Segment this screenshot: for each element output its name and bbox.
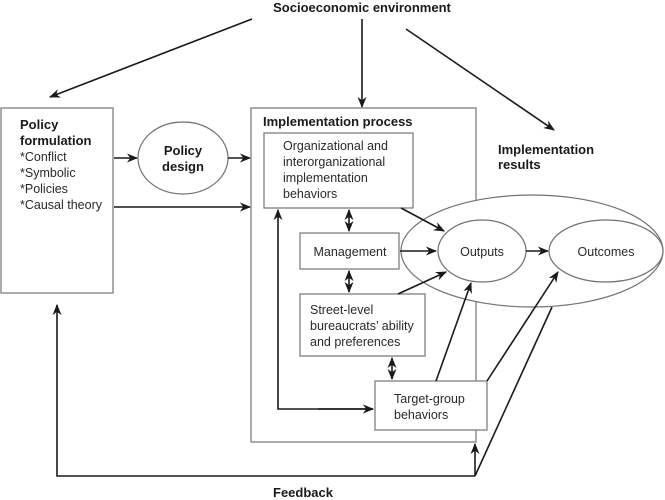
- street-level-label-3: and preferences: [310, 335, 400, 349]
- outcomes-label: Outcomes: [578, 245, 635, 259]
- org-behaviors-label-2: interorganizational: [283, 155, 385, 169]
- target-group-label-2: behaviors: [394, 408, 448, 422]
- org-behaviors-label-3: implementation: [283, 171, 368, 185]
- target-to-outputs-arrow: [435, 281, 472, 382]
- policy-design-label-2: design: [162, 159, 204, 174]
- street-level-label-1: Street-level: [310, 303, 373, 317]
- outputs-label: Outputs: [460, 245, 504, 259]
- implementation-results-heading-2: results: [498, 157, 541, 172]
- target-group-box: [374, 380, 488, 431]
- policy-design-label-1: Policy: [164, 143, 203, 158]
- formulation-item-conflict: *Conflict: [20, 150, 67, 164]
- formulation-item-causal-theory: *Causal theory: [20, 198, 103, 212]
- socioeconomic-environment-label: Socioeconomic environment: [273, 0, 451, 15]
- formulation-item-symbolic: *Symbolic: [20, 166, 76, 180]
- target-to-outcomes-arrow: [486, 271, 559, 382]
- feedback-label: Feedback: [273, 485, 334, 500]
- street-level-label-2: bureaucrats’ ability: [310, 319, 415, 333]
- org-behaviors-label-4: behaviors: [283, 187, 337, 201]
- env-to-formulation-arrow: [48, 18, 253, 98]
- org-to-outputs-arrow: [400, 207, 445, 232]
- env-to-results-arrow: [405, 28, 555, 131]
- management-label: Management: [314, 245, 387, 259]
- policy-design-ellipse: [137, 121, 229, 195]
- org-behaviors-box: [263, 132, 414, 209]
- policy-formulation-box: [0, 107, 114, 294]
- target-group-label-1: Target-group: [394, 392, 465, 406]
- policy-formulation-heading-2: formulation: [20, 133, 92, 148]
- street-level-box: [299, 293, 426, 357]
- management-box: [299, 232, 400, 270]
- implementation-results-heading-1: Implementation: [498, 142, 594, 157]
- results-feedback-line: [474, 306, 553, 477]
- feedback-to-formulation-arrow: [52, 303, 475, 477]
- org-behaviors-label-1: Organizational and: [283, 139, 388, 153]
- policy-formulation-heading-1: Policy: [20, 117, 59, 132]
- implementation-process-heading: Implementation process: [263, 114, 413, 129]
- street-to-outputs-arrow: [397, 271, 448, 295]
- formulation-item-policies: *Policies: [20, 182, 68, 196]
